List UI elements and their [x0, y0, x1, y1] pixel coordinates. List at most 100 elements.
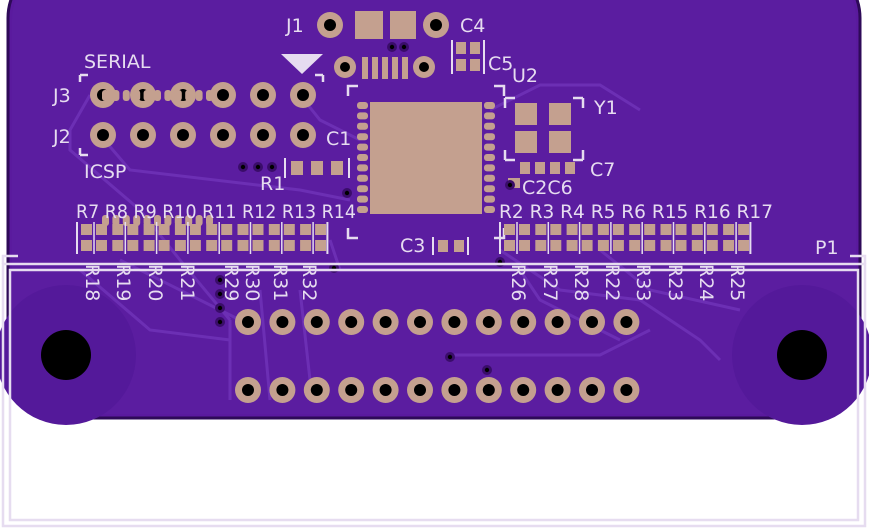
qfp-pin: [185, 215, 193, 226]
res-pad: [738, 224, 750, 235]
label-r33: R33: [632, 264, 654, 301]
res-pad: [174, 240, 186, 251]
p1-pin-drill: [345, 316, 358, 328]
res-pad: [706, 240, 718, 251]
res-pad: [550, 224, 562, 235]
label-r23: R23: [664, 264, 686, 301]
via-drill: [269, 164, 275, 170]
header-pin-drill: [257, 89, 269, 101]
mount-hole-right: [777, 330, 827, 380]
res-pad: [519, 224, 530, 235]
vias: [215, 42, 515, 375]
p1-pin-drill: [379, 384, 392, 396]
header-pin-drill: [97, 129, 109, 141]
via-drill: [447, 354, 453, 360]
silkscreen-labels: J1 C4 C5 U2 Y1 SERIAL J3 J2 ICSP C1 R1 C…: [52, 15, 839, 301]
label-top-left-row: R7 R8 R9 R10 R11 R12 R13 R14: [76, 201, 356, 223]
c4-c5-caps: [451, 40, 485, 74]
p1-pin-drill: [242, 316, 254, 328]
qfp-pin: [484, 154, 495, 161]
label-u2: U2: [512, 65, 538, 87]
res-pad: [268, 224, 280, 235]
qfp-pin: [484, 174, 495, 182]
label-j1: J1: [285, 15, 304, 37]
p1-pin-drill: [517, 316, 530, 328]
p1-pin-drill: [551, 384, 564, 396]
label-c1: C1: [326, 128, 351, 150]
res-pad: [300, 224, 312, 235]
label-r21: R21: [176, 264, 198, 301]
res-pad: [612, 224, 624, 235]
label-c5: C5: [488, 53, 513, 75]
resistor-array-right: [499, 222, 752, 254]
label-r20: R20: [144, 264, 166, 301]
via-drill: [217, 277, 223, 283]
res-pad: [283, 224, 295, 235]
res-pad: [644, 224, 656, 235]
bottom-header-pins: [235, 309, 640, 403]
res-pad: [112, 224, 124, 235]
res-pad: [612, 240, 624, 251]
label-r30: R30: [241, 264, 263, 301]
res-pad: [566, 240, 578, 251]
label-r32: R32: [298, 264, 320, 301]
u2-mcu: [102, 84, 506, 240]
res-pad: [315, 224, 327, 235]
res-pad: [691, 224, 703, 235]
qfp-bracket: [346, 84, 506, 240]
p1-outline: [1, 254, 867, 528]
header-pin-drill: [217, 129, 229, 141]
res-pad: [127, 240, 139, 251]
res-pad: [143, 224, 155, 235]
res-pad: [675, 240, 687, 251]
via-drill: [255, 164, 261, 170]
via-drill: [401, 44, 407, 50]
p1-pin-drill: [276, 384, 289, 396]
qfp-pin: [133, 90, 141, 101]
qfp-pin: [357, 154, 368, 161]
qfp-pin: [357, 164, 368, 172]
via-drill: [389, 44, 395, 50]
res-pad: [597, 224, 609, 235]
label-r18: R18: [81, 264, 103, 301]
res-pad: [237, 224, 249, 235]
res-pad: [644, 240, 656, 251]
qfp-pin: [484, 112, 495, 120]
res-pad: [96, 240, 107, 251]
label-c4: C4: [460, 15, 485, 37]
qfp-pin: [143, 90, 151, 101]
res-pad: [723, 224, 735, 235]
p1-pin-drill: [482, 384, 495, 396]
label-c7: C7: [590, 159, 615, 181]
header-pin-drill: [177, 129, 189, 141]
qfp-pin: [484, 122, 495, 130]
p1-pin-drill: [620, 316, 633, 328]
p1-pin-drill: [242, 384, 254, 396]
res-pad: [566, 224, 578, 235]
res-pad: [504, 224, 515, 235]
res-pad: [221, 240, 233, 251]
res-pad: [143, 240, 155, 251]
res-pad: [81, 240, 92, 251]
res-pad: [519, 240, 530, 251]
header-pin-drill: [297, 129, 309, 141]
res-pad: [738, 240, 750, 251]
p1-pin-drill: [482, 316, 495, 328]
r1-c3: [284, 158, 469, 255]
label-r29: R29: [220, 264, 242, 301]
qfp-pin: [164, 90, 172, 101]
res-pad: [535, 224, 547, 235]
qfp-body: [370, 102, 482, 214]
label-r19: R19: [112, 264, 134, 301]
res-pad: [629, 224, 641, 235]
res-pad: [535, 240, 547, 251]
via-drill: [344, 190, 350, 196]
res-pad: [158, 240, 170, 251]
pin1-marker: [281, 54, 323, 74]
qfp-pin: [112, 215, 120, 226]
res-pad: [675, 224, 687, 235]
label-r25: R25: [726, 264, 748, 301]
label-top-right-row: R2 R3 R4 R5 R6 R15 R16 R17: [499, 201, 773, 223]
p1-pin-drill: [310, 316, 323, 328]
